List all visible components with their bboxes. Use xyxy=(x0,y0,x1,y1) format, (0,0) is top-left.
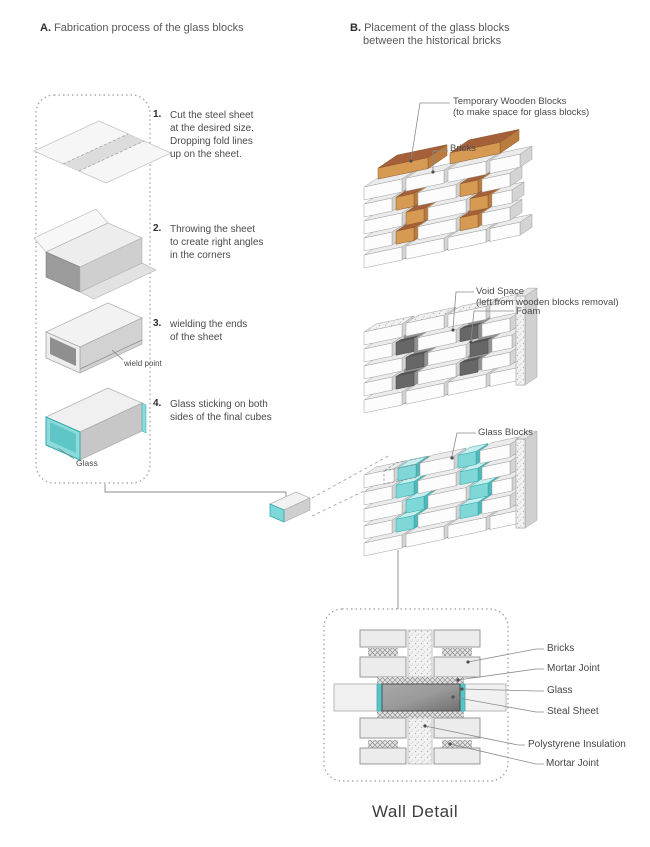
panel-a-title: A. Fabrication process of the glass bloc… xyxy=(40,22,244,34)
wall-glass-blocks xyxy=(363,430,538,557)
void-space-label-1: Void Space xyxy=(476,286,525,297)
wd-mortar-joint-label-1: Mortar Joint xyxy=(547,663,600,674)
step-1-line: at the desired size. xyxy=(170,123,254,134)
step-2-line: to create right angles xyxy=(170,237,264,248)
panel-b-title-line1: Placement of the glass blocks xyxy=(364,22,510,34)
panel-a-title-text: Fabrication process of the glass blocks xyxy=(54,22,244,34)
step-2: 2. Throwing the sheet to create right an… xyxy=(153,223,263,262)
wd-glass-label: Glass xyxy=(547,685,573,696)
bricks-label: Bricks xyxy=(450,143,476,154)
temp-wood-label-2: (to make space for glass blocks) xyxy=(453,107,590,118)
wall-wooden-blocks xyxy=(363,128,533,269)
glass-label-a: Glass xyxy=(76,458,98,468)
brick-walls xyxy=(363,128,538,557)
wall-voids-foam xyxy=(363,287,538,414)
wd-steal-sheet-label: Steal Sheet xyxy=(547,706,599,717)
step-4-line: sides of the final cubes xyxy=(170,412,272,423)
step-3-line: wielding the ends xyxy=(170,319,248,330)
mini-glass-cube xyxy=(269,491,311,523)
step-3: 3. wielding the ends of the sheet xyxy=(153,318,247,344)
insertion-dash-1 xyxy=(311,454,391,499)
step-4: 4. Glass sticking on both sides of the f… xyxy=(153,398,272,424)
step4-glass-box xyxy=(45,387,147,461)
leader-dots xyxy=(409,159,473,746)
wd-mortar-joint-label-2: Mortar Joint xyxy=(546,758,599,769)
glass-slot-dashed xyxy=(383,455,431,485)
step-1-line: Cut the steel sheet xyxy=(170,110,254,121)
leader-lines xyxy=(410,102,544,765)
wall-detail-caption: Wall Detail xyxy=(372,802,459,821)
step-3-number: 3. xyxy=(153,318,162,329)
step-3-line: of the sheet xyxy=(170,332,223,343)
void-space-label-2: (left from wooden blocks removal) xyxy=(476,297,619,308)
glass-blocks-label: Glass Blocks xyxy=(478,427,533,438)
temp-wood-label-1: Temporary Wooden Blocks xyxy=(453,96,567,107)
panel-a-title-prefix: A. xyxy=(40,22,51,34)
step1-flat-sheet xyxy=(33,120,172,184)
wd-bricks-label: Bricks xyxy=(547,643,575,654)
step2-folded-sheet xyxy=(33,208,157,300)
wall-detail-section xyxy=(333,629,507,765)
step-2-line: in the corners xyxy=(170,250,231,261)
step-4-number: 4. xyxy=(153,398,162,409)
panel-b-title-line2: between the historical bricks xyxy=(363,35,501,47)
step-2-number: 2. xyxy=(153,223,162,234)
step-1: 1. Cut the steel sheet at the desired si… xyxy=(153,109,254,161)
step-4-line: Glass sticking on both xyxy=(170,399,268,410)
wall-detail-frame xyxy=(323,608,509,782)
wd-polystyrene-label: Polystyrene Insulation xyxy=(528,739,626,750)
step-1-line: Dropping fold lines xyxy=(170,136,253,147)
step3-welded-box xyxy=(45,302,143,374)
panel-b-title: B. Placement of the glass blocks xyxy=(350,22,510,34)
panel-b-title-line2-text: between the historical bricks xyxy=(363,35,502,47)
panel-b-title-prefix: B. xyxy=(350,22,361,34)
step-1-number: 1. xyxy=(153,109,162,120)
step-2-line: Throwing the sheet xyxy=(170,224,256,235)
connector-line xyxy=(104,484,287,499)
wield-point-label: wield point xyxy=(124,359,162,368)
foam-label: Foam xyxy=(516,306,541,317)
step-1-line: up on the sheet. xyxy=(170,149,242,160)
